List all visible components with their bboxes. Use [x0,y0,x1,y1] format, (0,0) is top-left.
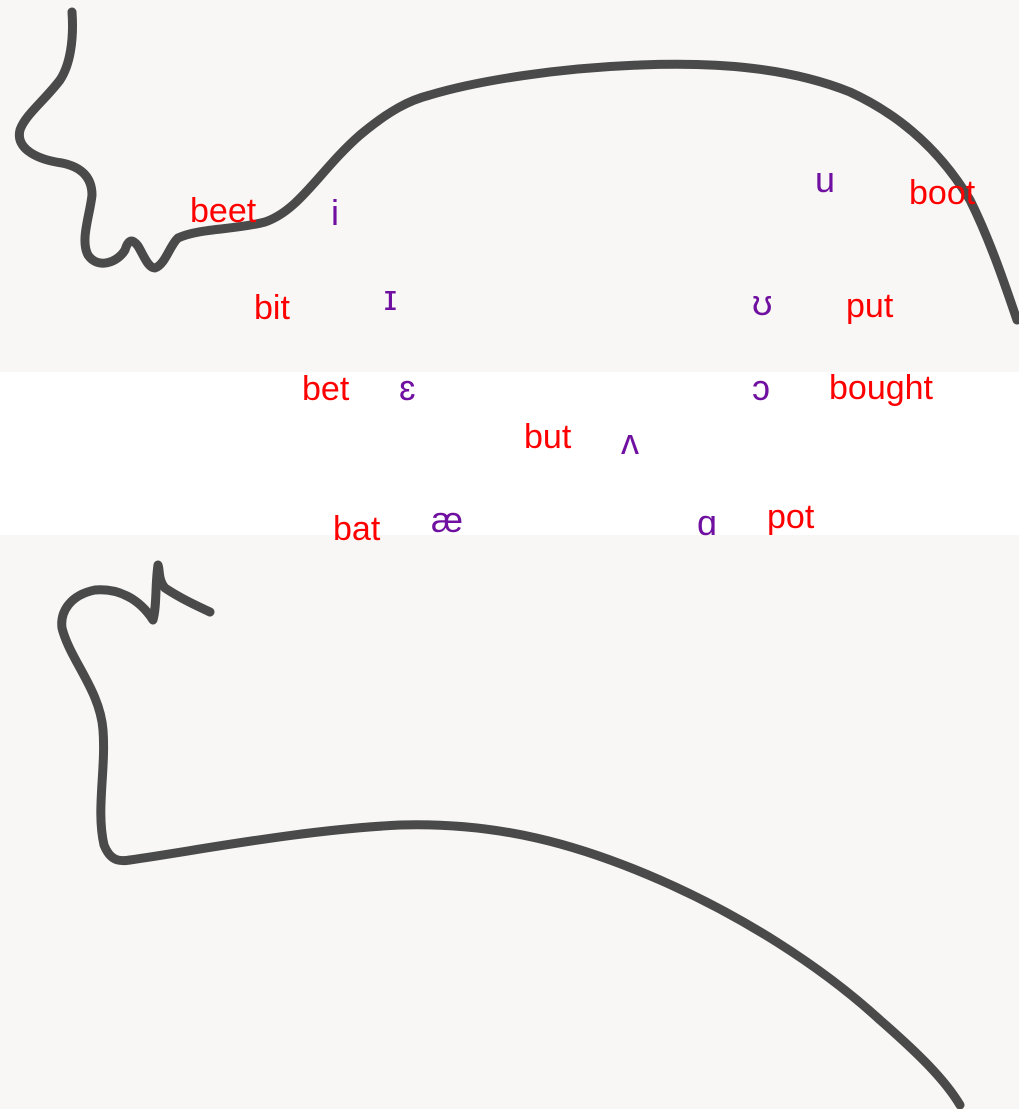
word-beet: beet [190,194,256,228]
tongue-outline-stroke [62,565,960,1105]
word-but: but [524,420,571,454]
ipa-near-close-i-symbol: ɪ [384,280,397,316]
ipa-horseshoe-symbol: ʊ [752,285,772,321]
ipa-i-symbol: i [331,195,339,231]
ipa-ash-symbol: æ [431,502,463,538]
word-bet: bet [302,372,349,406]
ipa-open-o-symbol: ɔ [752,370,770,406]
ipa-u-symbol: u [815,162,835,198]
word-bat: bat [333,512,380,546]
word-pot: pot [767,500,814,534]
word-put: put [846,289,893,323]
word-bought: bought [829,371,933,405]
ipa-script-a-symbol: ɑ [697,505,717,541]
palate-outline-stroke [19,12,1017,320]
word-boot: boot [909,176,975,210]
ipa-wedge-symbol: ʌ [621,424,639,460]
word-bit: bit [254,291,290,325]
ipa-open-e-symbol: ɛ [399,370,416,406]
